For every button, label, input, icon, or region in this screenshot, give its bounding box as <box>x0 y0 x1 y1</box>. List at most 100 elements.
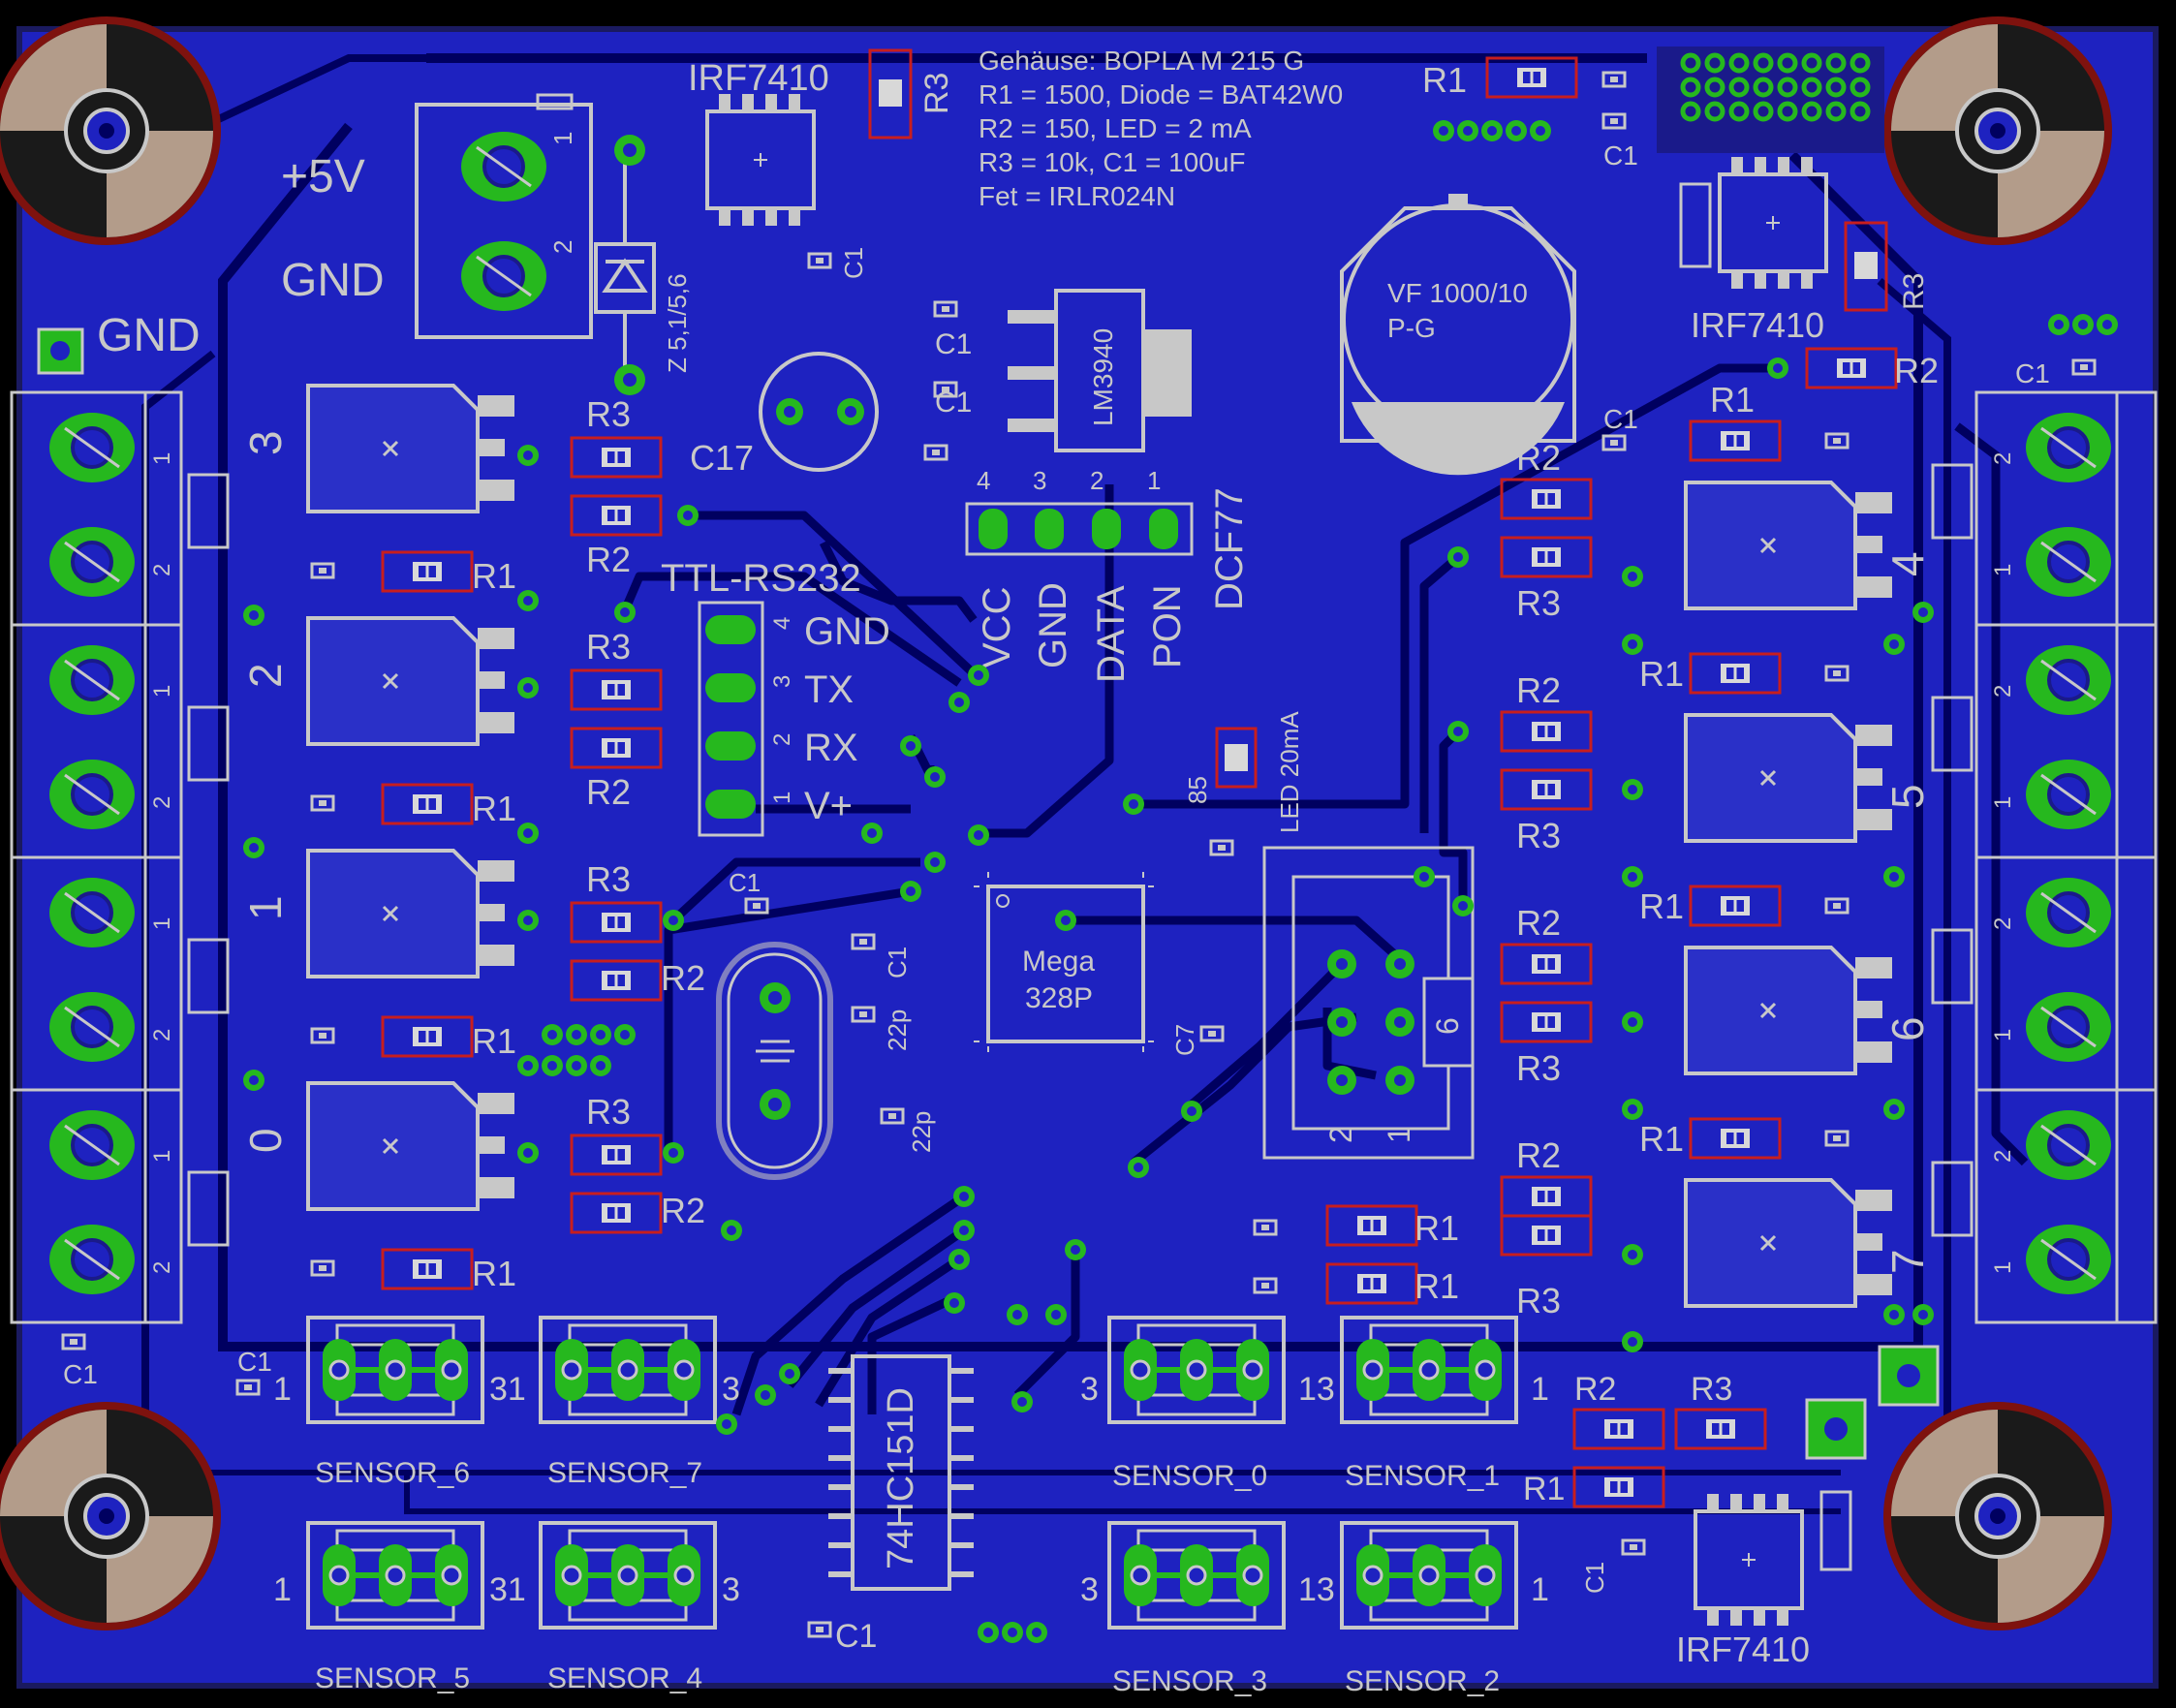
isp-pin6: 6 <box>1430 1017 1465 1035</box>
mux-74hc151d: 74HC151D <box>828 1354 974 1591</box>
r1-label: R1 <box>1639 654 1684 694</box>
term-pin: 2 <box>149 1261 175 1274</box>
channel-label: 4 <box>1882 551 1933 576</box>
design-notes: Gehäuse: BOPLA M 215 G R1 = 1500, Diode … <box>979 46 1343 211</box>
c1-label-br: C1 <box>1580 1562 1609 1594</box>
sensor-name: SENSOR_4 <box>547 1662 702 1694</box>
r2-label-right: R2 <box>1894 351 1939 390</box>
rs232-pin: 4 <box>769 617 795 630</box>
sensor-pin: 3 <box>722 1371 740 1408</box>
c22p-label-a: 22p <box>883 1009 912 1051</box>
sensor-pin: 1 <box>1531 1371 1549 1408</box>
rs232-signal-tx: TX <box>804 668 854 711</box>
c1-label-bl: C1 <box>63 1359 98 1389</box>
term-pin: 1 <box>149 917 175 930</box>
isp-header: 6 2 1 <box>1262 846 1475 1160</box>
term-pin: 1 <box>1990 1029 2016 1041</box>
term-pin: 2 <box>1990 1150 2016 1163</box>
r2-label: R2 <box>1516 438 1561 478</box>
sensor-name: SENSOR_2 <box>1345 1665 1500 1697</box>
c1-label-top: C1 <box>1603 140 1638 171</box>
diode-bottom-right <box>1819 1490 1852 1571</box>
mcu-model: 328P <box>1025 982 1093 1014</box>
sensor-name: SENSOR_3 <box>1112 1665 1267 1697</box>
term-pin: 1 <box>1990 564 2016 576</box>
note-line: R1 = 1500, Diode = BAT42W0 <box>979 79 1343 109</box>
c1-label-center: C1 <box>1603 404 1638 434</box>
c1-label-vertical: C1 <box>839 247 868 279</box>
right-bank-labels: R1 R2 R3 R1 R2 R3 R1 R2 R3 R1 R2 R3 <box>1516 380 1755 1320</box>
power-pin-1: 1 <box>548 132 577 145</box>
term-pin: 2 <box>149 796 175 809</box>
c1-label-right: C1 <box>2015 358 2050 388</box>
label-gnd: GND <box>281 255 385 306</box>
zener-diode: Z 5,1/5,6 <box>594 135 692 395</box>
channel-label: 5 <box>1882 784 1933 809</box>
sensor-name: SENSOR_1 <box>1345 1460 1500 1492</box>
r2-label: R2 <box>586 772 631 812</box>
rs232-signal-gnd: GND <box>804 610 890 653</box>
r1-label-mid: R1 <box>1414 1208 1459 1248</box>
rs232-signal-rx: RX <box>804 727 858 769</box>
sensor-pin: 3 <box>1080 1371 1099 1408</box>
r3-label-right: R3 <box>1898 273 1930 310</box>
left-bank-labels: R3 R2 R1 R3 R2 R1 R3 R2 R1 R3 R2 R1 <box>472 394 705 1293</box>
mcu-atmega328p: Mega 328P <box>974 872 1158 1056</box>
sensor-pin: 31 <box>489 1571 526 1608</box>
sensor-pin: 1 <box>1531 1571 1549 1608</box>
term-pin: 2 <box>1990 917 2016 930</box>
r3-label-bottom: R3 <box>1691 1371 1732 1408</box>
c7-label: C7 <box>1170 1024 1199 1056</box>
resistor-r3-top <box>868 48 913 140</box>
note-line: R3 = 10k, C1 = 100uF <box>979 147 1246 177</box>
dcf77-title: DCF77 <box>1208 487 1251 610</box>
resistor-r3-right <box>1844 221 1888 312</box>
sensor-pin: 3 <box>722 1571 740 1608</box>
rs232-pin: 2 <box>769 733 795 746</box>
r3-label-top: R3 <box>918 73 955 114</box>
mounting-hole-bottom-right <box>1881 1400 2114 1632</box>
r2-label: R2 <box>1516 1135 1561 1175</box>
r1-label: R1 <box>472 789 516 828</box>
r3-label: R3 <box>1516 1281 1561 1320</box>
c1-label-crystal: C1 <box>729 868 761 897</box>
r1-label-top: R1 <box>1422 60 1467 100</box>
rs232-signal-vplus: V+ <box>804 785 853 827</box>
r2-label: R2 <box>661 1191 705 1230</box>
dcf77-header: 4 3 2 1 VCC GND DATA PON DCF77 <box>965 466 1251 683</box>
channel-label: 1 <box>240 895 291 920</box>
r1-label: R1 <box>1639 1119 1684 1159</box>
lm3940-label: LM3940 <box>1088 328 1118 426</box>
r2-label: R2 <box>1516 670 1561 710</box>
channel-label: 3 <box>240 430 291 455</box>
sensor-name: SENSOR_0 <box>1112 1460 1267 1492</box>
r3-label: R3 <box>1516 583 1561 623</box>
c1-label-mid: C1 <box>935 328 972 360</box>
led-label: LED 20mA <box>1275 711 1304 833</box>
capacitor-vf1000: VF 1000/10 P-G <box>1340 194 1576 476</box>
sensor-pin: 1 <box>273 1571 292 1608</box>
term-pin: 1 <box>149 685 175 698</box>
power-terminal: 1 2 <box>415 93 593 339</box>
sensor-name: SENSOR_5 <box>315 1662 470 1694</box>
r1-label: R1 <box>1710 380 1755 419</box>
rs232-pin: 1 <box>769 792 795 804</box>
mcu-name: Mega <box>1022 946 1095 978</box>
dcf-signal-pon: PON <box>1146 584 1189 668</box>
term-pin: 2 <box>1990 452 2016 465</box>
diode-top-right <box>1679 182 1712 268</box>
rs232-pin: 3 <box>769 675 795 688</box>
sensor-pin: 1 <box>273 1371 292 1408</box>
right-terminal-strip <box>1931 390 2158 1324</box>
term-pin: 2 <box>149 564 175 576</box>
regulator-lm3940: LM3940 <box>1008 289 1192 452</box>
irf7410-label-top: IRF7410 <box>688 58 829 99</box>
led-number: 85 <box>1183 776 1212 804</box>
c1-label-crystal2: C1 <box>883 947 912 978</box>
r2-label-bottom: R2 <box>1574 1371 1616 1408</box>
term-pin: 2 <box>149 1029 175 1041</box>
dcf-pin: 2 <box>1090 466 1104 495</box>
sensor-pin: 3 <box>1080 1571 1099 1608</box>
dcf-pin: 3 <box>1033 466 1046 495</box>
